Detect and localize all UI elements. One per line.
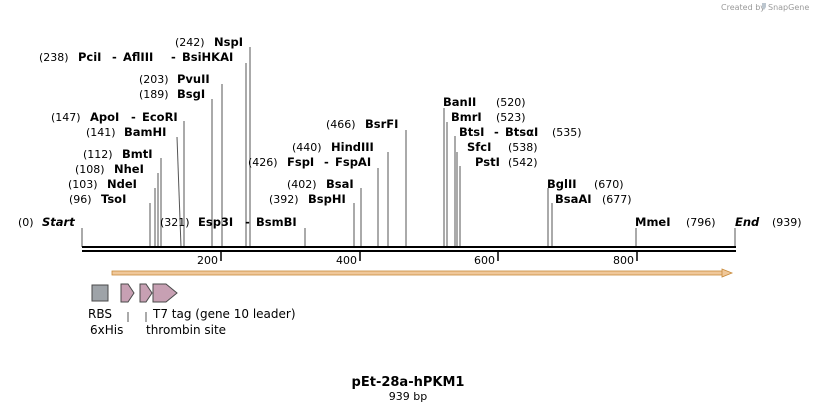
site-pos: (203) [139,73,169,86]
feature-track: RBS 6xHis thrombin site T7 tag (gene 10 … [88,283,296,337]
map-title: pEt-28a-hPKM1 [352,375,465,390]
site-name: BsmBI [256,215,297,229]
site-dash: - [494,125,499,139]
feature-label: thrombin site [146,323,226,337]
site-pos: (440) [292,141,322,154]
site-name: BsrFI [365,117,398,131]
site-pos: (523) [496,111,526,124]
site-name: FspI [287,155,314,169]
site-name: BtsαI [505,125,538,139]
site-pos: (147) [51,111,81,124]
site-name: ApoI [90,110,119,124]
feature-6xhis [120,283,135,303]
site-name: NheI [114,162,144,176]
site-dash: - [131,110,136,124]
site-name: BanII [443,95,476,109]
orf-arrow [111,268,734,278]
ruler-tick-label: 400 [336,254,357,267]
snapgene-logo-icon [762,3,766,10]
site-name: BsgI [177,87,205,101]
site-name: EcoRI [142,110,178,124]
ruler-tick-label: 600 [474,254,495,267]
site-pos: (238) [39,51,69,64]
site-dash: - [245,215,250,229]
credit-text: Created by [721,3,765,12]
site-name: BsiHKAI [182,50,233,64]
site-name: NdeI [107,177,137,191]
feature-label: 6xHis [90,323,123,337]
end-marker: End (939) [734,215,802,247]
site-name: NspI [214,35,243,49]
site-dash: - [112,50,117,64]
end-pos: (939) [772,216,802,229]
site-pos: (466) [326,118,356,131]
site-name: Esp3I [198,215,233,229]
site-labels: (96) TsoI (103) NdeI (108) NheI (112) Bm… [39,35,716,229]
site-dash: - [324,155,329,169]
site-pos: (670) [594,178,624,191]
site-pos: (392) [269,193,299,206]
sequence-backbone [82,246,736,252]
site-pos: (103) [68,178,98,191]
site-lines [149,47,637,248]
site-pos: (189) [139,88,169,101]
site-name: TsoI [101,192,126,206]
site-name: BmtI [122,147,153,161]
site-pos: (538) [508,141,538,154]
site-line-bamhi [176,136,182,248]
site-name: BspHI [308,192,346,206]
site-name: BmrI [451,110,482,124]
site-name: FspAI [335,155,371,169]
site-pos: (677) [602,193,632,206]
site-pos: (426) [248,156,278,169]
site-pos: (542) [508,156,538,169]
start-marker: (0) Start [18,215,83,247]
site-name: SfcI [467,140,491,154]
site-name: MmeI [635,215,671,229]
site-name: BsaI [326,177,354,191]
site-name: BglII [547,177,577,191]
site-name: PstI [475,155,500,169]
feature-t7-tag [152,283,178,303]
feature-rbs [91,284,109,302]
site-name: BamHI [124,125,166,139]
start-pos: (0) [18,216,34,229]
site-pos: (535) [552,126,582,139]
map-length: 939 bp [389,390,427,403]
site-name: BsaAI [555,192,592,206]
site-pos: (108) [75,163,105,176]
end-label: End [735,215,760,229]
site-pos: (321) [160,216,190,229]
site-dash: - [171,50,176,64]
site-name: PciI [78,50,101,64]
feature-label: T7 tag (gene 10 leader) [152,307,296,321]
site-name: AflIII [123,50,153,64]
site-name: PvuII [177,72,210,86]
ruler-tick-label: 800 [613,254,634,267]
ruler-tick-label: 200 [197,254,218,267]
site-pos: (402) [287,178,317,191]
feature-thrombin-site [139,283,153,303]
ruler: 200 400 600 800 [197,252,638,267]
site-name: HindIII [331,140,374,154]
snapgene-credit: Created by SnapGene [721,3,809,12]
credit-brand: SnapGene [768,3,809,12]
site-pos: (796) [686,216,716,229]
site-name: BtsI [459,125,484,139]
site-pos: (242) [175,36,205,49]
site-pos: (520) [496,96,526,109]
start-label: Start [42,215,75,229]
feature-label: RBS [88,307,112,321]
site-pos: (112) [83,148,113,161]
site-pos: (141) [86,126,116,139]
site-pos: (96) [69,193,92,206]
